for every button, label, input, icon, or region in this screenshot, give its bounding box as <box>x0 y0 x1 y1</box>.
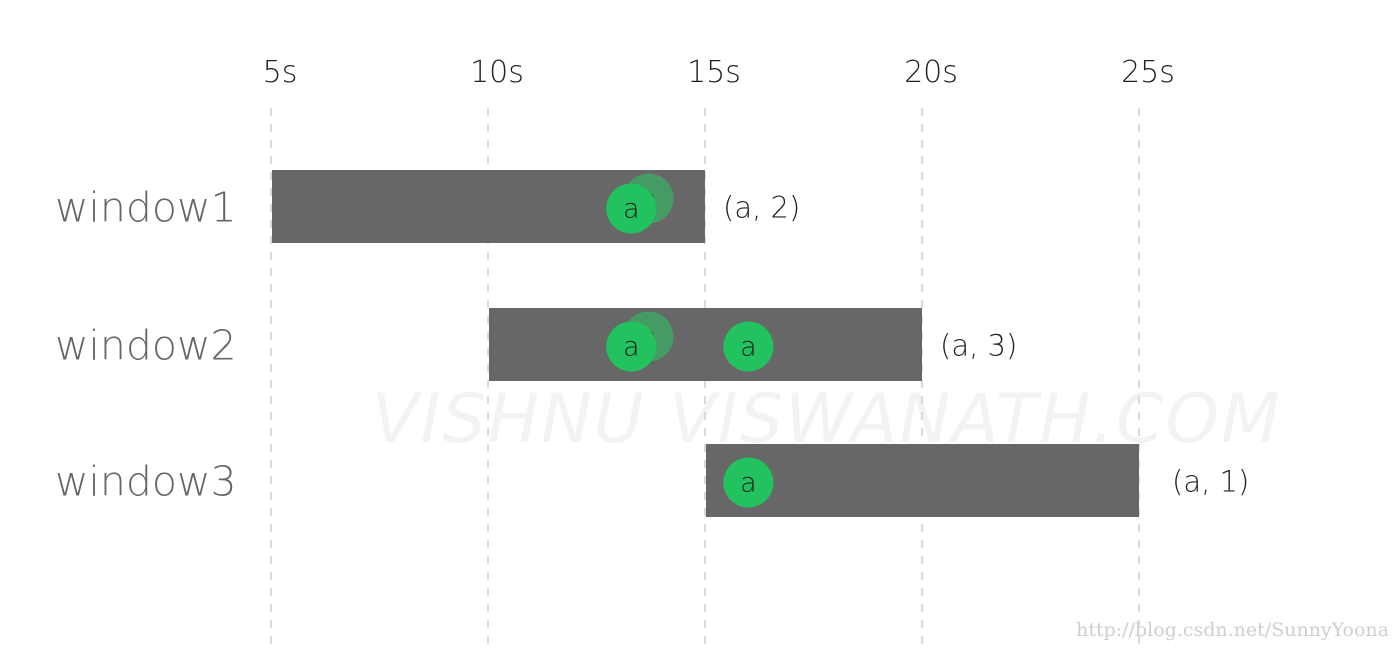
event-marker: a <box>723 321 774 372</box>
window-row-window1: window1aa(a, 2) <box>55 170 800 243</box>
time-axis: 5s 10s 15s 20s 25s <box>263 55 1175 90</box>
event-marker: a <box>606 321 657 372</box>
tick-label-5s: 5s <box>263 55 298 90</box>
tick-label-15s: 15s <box>687 55 741 90</box>
event-key: a <box>623 332 640 363</box>
event-key: a <box>623 194 640 225</box>
window-row-window2: window2aaa(a, 3) <box>55 308 1017 381</box>
event-key: a <box>740 468 757 499</box>
event-key: a <box>740 332 757 363</box>
event-marker: a <box>723 457 774 508</box>
tick-label-20s: 20s <box>904 55 958 90</box>
watermark-url: http://blog.csdn.net/SunnyYoona <box>1076 619 1389 641</box>
tick-label-10s: 10s <box>470 55 524 90</box>
window-label: window3 <box>55 458 237 506</box>
event-circle <box>723 457 774 508</box>
event-marker: a <box>606 183 657 234</box>
window-rows: window1aa(a, 2)window2aaa(a, 3)window3a(… <box>55 170 1249 517</box>
window-label: window1 <box>55 184 237 232</box>
tick-label-25s: 25s <box>1121 55 1175 90</box>
window-result: (a, 2) <box>723 191 800 225</box>
window-bar <box>706 444 1139 517</box>
window-row-window3: window3 a (a, 1) <box>55 444 1249 517</box>
event-circle <box>606 321 657 372</box>
window-result: (a, 1) <box>1172 465 1249 499</box>
window-result: (a, 3) <box>940 329 1017 363</box>
window-bar <box>489 308 922 381</box>
window-label: window2 <box>55 322 237 370</box>
event-circle <box>723 321 774 372</box>
gridlines <box>270 108 1140 649</box>
event-circle <box>606 183 657 234</box>
